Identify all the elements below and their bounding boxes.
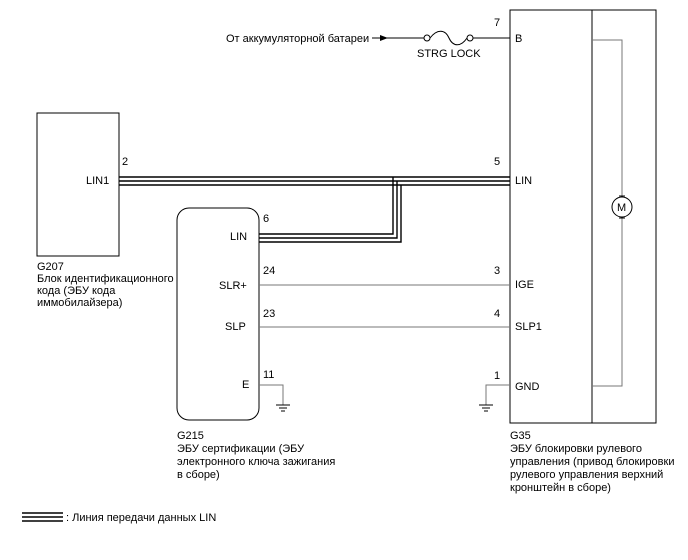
- fuse-icon: [429, 30, 468, 46]
- g215-ground-icon: [276, 404, 290, 412]
- g215-pin-label-slr: SLR+: [219, 280, 247, 292]
- lin-bus-branch-to-g215: [259, 177, 402, 243]
- g35-box: [509, 9, 593, 424]
- g35-pin-number-5: 5: [494, 156, 500, 168]
- g207-pin-label-lin1: LIN1: [86, 175, 109, 187]
- g35-desc-line-2: управления (привод блокировки: [510, 456, 674, 468]
- g35-pin-label-lin: LIN: [515, 175, 532, 187]
- g215-pin-label-e: E: [242, 379, 249, 391]
- g35-ground-wire: [485, 384, 510, 405]
- g35-desc-line-1: ЭБУ блокировки рулевого: [510, 443, 642, 455]
- g35-desc-line-3: рулевого управления верхний: [510, 469, 663, 481]
- g215-pin-number-24: 24: [263, 265, 275, 277]
- g35-pin-label-b: B: [515, 33, 522, 45]
- g215-pin-number-23: 23: [263, 308, 275, 320]
- g207-desc-line-3: иммобилайзера): [37, 297, 122, 309]
- g215-pin-label-slp: SLP: [225, 321, 246, 333]
- g215-pin-label-lin: LIN: [230, 231, 247, 243]
- g215-box: [176, 207, 260, 421]
- g207-code: G207: [37, 261, 64, 273]
- g35-ground-icon: [479, 404, 493, 412]
- g207-pin-number-2: 2: [122, 156, 128, 168]
- g35-pin-number-7: 7: [494, 17, 500, 29]
- g215-pin-number-6: 6: [263, 213, 269, 225]
- g35-pin-number-3: 3: [494, 265, 500, 277]
- g207-desc-line-2: кода (ЭБУ кода: [37, 285, 116, 297]
- g215-desc-line-1: ЭБУ сертификации (ЭБУ: [177, 443, 305, 455]
- battery-source-label: От аккумуляторной батареи: [226, 33, 369, 45]
- battery-arrow-icon: [380, 35, 388, 41]
- g215-code: G215: [177, 430, 204, 442]
- g35-pin-number-4: 4: [494, 308, 500, 320]
- g215-pin-number-11: 11: [263, 369, 274, 381]
- g207-desc-line-1: Блок идентификационного: [37, 273, 174, 285]
- g35-pin-number-1: 1: [494, 370, 500, 382]
- g215-desc-line-3: в сборе): [177, 469, 220, 481]
- fuse-label: STRG LOCK: [417, 48, 481, 60]
- motor-icon: [611, 196, 633, 218]
- g35-code: G35: [510, 430, 531, 442]
- g35-desc-line-4: кронштейн в сборе): [510, 482, 611, 494]
- fuse-terminal-right-icon: [466, 34, 474, 42]
- g215-desc-line-2: электронного ключа зажигания: [177, 456, 335, 468]
- fuse-terminal-left-icon: [423, 34, 431, 42]
- g35-pin-label-slp1: SLP1: [515, 321, 542, 333]
- motor-symbol: M: [617, 202, 626, 214]
- lin-bus-main: [119, 176, 510, 186]
- g215-ground-wire: [259, 384, 284, 405]
- legend-text: : Линия передачи данных LIN: [66, 512, 216, 524]
- g35-actuator-box: [591, 9, 657, 424]
- legend-lin-line-icon: [22, 512, 63, 522]
- g35-pin-label-gnd: GND: [515, 381, 540, 393]
- g35-pin-label-ige: IGE: [515, 279, 534, 291]
